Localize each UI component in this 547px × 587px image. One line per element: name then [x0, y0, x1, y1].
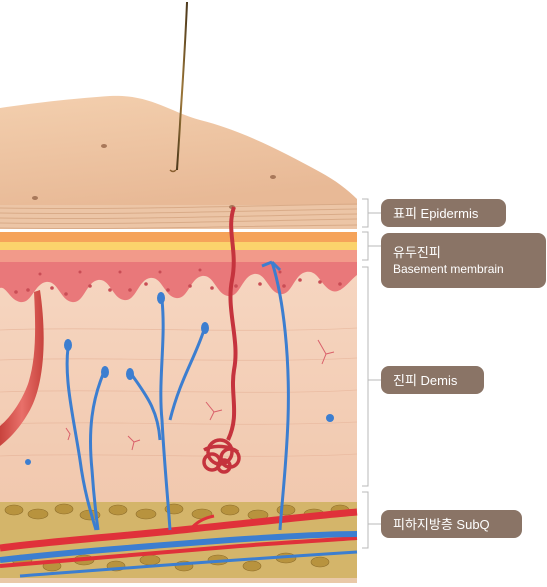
dermis-label: 진피 Demis: [381, 366, 484, 394]
nerve-fibers: [65, 260, 290, 531]
epidermis-strata: [0, 203, 358, 230]
artery-branch: [188, 514, 215, 531]
basement-layer-yellow: [0, 242, 357, 250]
nerve-endings: [25, 292, 334, 465]
epidermis-label: 표피 Epidermis: [381, 199, 506, 227]
subq-label: 피하지방층 SubQ: [381, 510, 522, 538]
bottom-edge: [0, 578, 357, 583]
epidermis-label-text: 표피 Epidermis: [393, 205, 479, 221]
vein-thin: [19, 550, 358, 578]
sweat-duct: [226, 206, 238, 441]
hair-shaft: [176, 2, 188, 170]
sweat-gland: [202, 438, 241, 474]
dermis-body: [0, 262, 357, 502]
arrector-pili-muscle: [0, 290, 44, 446]
basement-layer-orange: [0, 232, 357, 242]
artery-lower: [0, 536, 358, 568]
papillary-dots: [14, 268, 342, 296]
dermis-label-text: 진피 Demis: [393, 372, 458, 388]
basement-label-line1: 유두진피: [393, 245, 441, 260]
papillary-dermis: [0, 262, 357, 303]
basement-label-line2: Basement membrain: [393, 262, 504, 276]
layer-brackets: [362, 198, 381, 549]
subq-label-text: 피하지방층 SubQ: [393, 516, 490, 532]
capillary-sprigs: [65, 339, 335, 451]
vein-main: [0, 531, 358, 563]
dermis-fibers: [0, 327, 358, 457]
basement-membrane-label: 유두진피 Basement membrain: [381, 233, 546, 288]
artery-main: [0, 508, 358, 552]
basement-layer-pink: [0, 250, 357, 262]
